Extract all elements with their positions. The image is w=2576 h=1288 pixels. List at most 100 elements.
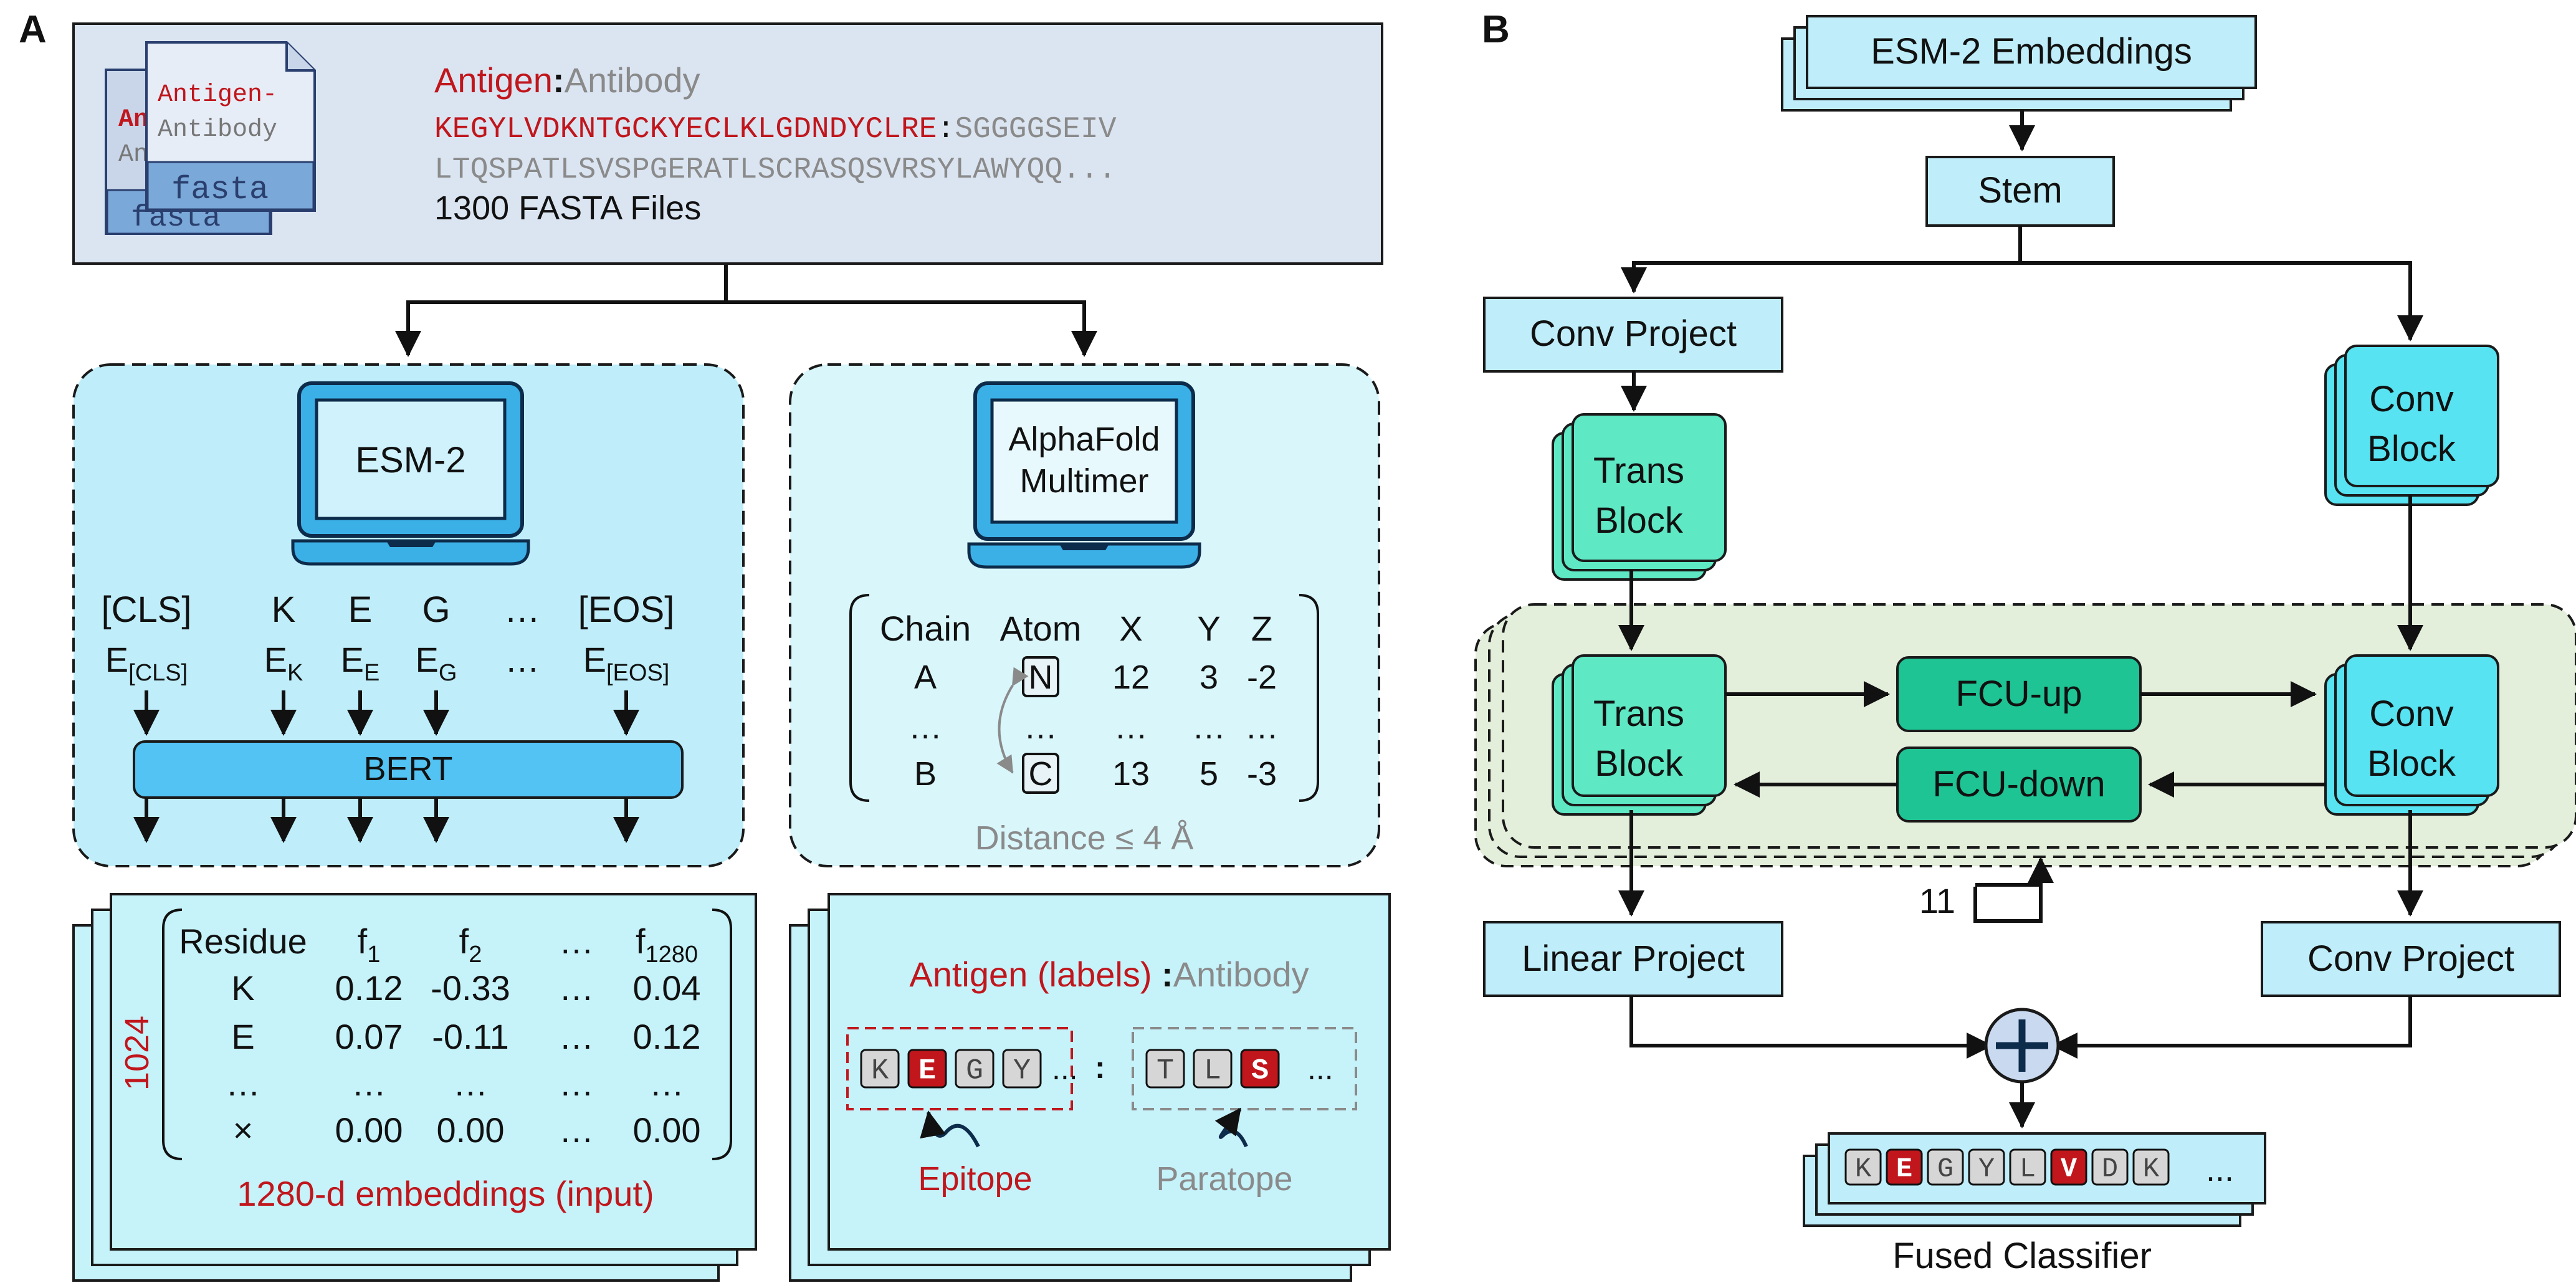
- epitope-pointer-arrow: [920, 1110, 980, 1148]
- embedding-subscript: G: [439, 660, 457, 686]
- fcu-up-node: FCU-up: [1896, 656, 2142, 732]
- panel-b-letter: B: [1482, 8, 1510, 51]
- coord-col-header: Y: [1197, 609, 1220, 648]
- trans-block-fusion: Trans Block: [1552, 654, 1727, 816]
- embedding-base: E: [341, 640, 364, 679]
- embedding-base: E: [583, 640, 606, 679]
- plus-icon: [1996, 1019, 2048, 1072]
- feature-subscript: 1: [367, 942, 380, 968]
- linear-project-node: Linear Project: [1483, 921, 1783, 997]
- fasta-fork-arrows: [395, 265, 1097, 357]
- embedding-cell: …: [559, 1064, 594, 1103]
- residue-letter: G: [1937, 1155, 1953, 1185]
- coord-cell: 5: [1200, 755, 1218, 793]
- linear-project-label: Linear Project: [1522, 938, 1745, 979]
- embedding-cell: 0.00: [633, 1110, 701, 1150]
- coord-col-header: Z: [1251, 609, 1272, 648]
- esm-model-label: ESM-2: [355, 440, 465, 480]
- trans-fusion-line2: Block: [1595, 743, 1684, 784]
- antibody-sequence-1: SGGGGSEIV: [955, 113, 1116, 146]
- residue-tile-highlighted: [1240, 1049, 1280, 1089]
- coord-cell: B: [914, 755, 937, 793]
- alphafold-label-1: AlphaFold: [1008, 421, 1160, 458]
- embedding-base: E: [264, 640, 287, 679]
- sequence-separator: :: [937, 113, 955, 146]
- bert-output-arrows: [133, 798, 639, 843]
- fused-classifier-label: Fused Classifier: [1892, 1236, 2152, 1276]
- residue-tile: [2132, 1148, 2170, 1186]
- residue-tile-highlighted: [907, 1049, 947, 1089]
- antibody-sequence-2: LTQSPATLSVSPGERATLSCRASQSVRSYLAWYQQ...: [434, 153, 1117, 187]
- bert-label: BERT: [363, 750, 452, 788]
- fasta-heading-sep: :: [553, 60, 565, 100]
- embedding-cell: E: [231, 1017, 254, 1056]
- output-dots: ...: [2206, 1151, 2234, 1188]
- coord-cell: 3: [1200, 659, 1218, 696]
- residue-tile-highlighted: [1886, 1148, 1923, 1186]
- fasta-back-frag2: An: [118, 141, 148, 169]
- conv-block-fusion: Conv Block: [2324, 654, 2499, 816]
- paratope-dashed-box: [1132, 1027, 1357, 1110]
- residue-letter: T: [1157, 1055, 1174, 1088]
- embedding-label: E[EOS]: [583, 640, 670, 686]
- fasta-heading-antibody: Antibody: [565, 60, 700, 100]
- token-label: [EOS]: [578, 589, 675, 630]
- residue-tile: [1145, 1049, 1185, 1089]
- fasta-heading-antigen: Antigen: [434, 60, 553, 100]
- coord-col-header: Atom: [1000, 609, 1082, 648]
- embedding-subscript: [CLS]: [128, 660, 188, 686]
- residue-tile: [955, 1049, 995, 1089]
- embedding-label: E[CLS]: [105, 640, 188, 686]
- embedding-cell: …: [559, 1017, 594, 1056]
- embedding-label: EK: [264, 640, 303, 686]
- labels-title-antibody: Antibody: [1173, 955, 1309, 994]
- coord-cell: …: [1245, 708, 1279, 746]
- embedding-cell: ×: [233, 1110, 254, 1150]
- labels-title-antigen: Antigen (labels): [909, 955, 1152, 994]
- residue-letter: G: [966, 1055, 983, 1088]
- epitope-dashed-box: [846, 1027, 1073, 1110]
- embedding-header-feature: f2: [459, 922, 482, 968]
- residue-tile: [2009, 1148, 2046, 1186]
- fasta-back-frag1: An: [118, 106, 148, 134]
- coord-cell: …: [1192, 708, 1226, 746]
- embedding-cell: …: [559, 1110, 594, 1150]
- stem-node: Stem: [1925, 156, 2115, 227]
- epitope-dots: ...: [1052, 1051, 1078, 1086]
- embedding-subscript: [EOS]: [606, 660, 669, 686]
- embedding-right-bracket: [712, 909, 732, 1160]
- esm2-embeddings-node: ESM-2 Embeddings: [1781, 15, 2257, 112]
- fasta-file-icon-front: Antigen- Antibody fasta: [145, 41, 316, 212]
- embedding-subscript: E: [364, 660, 379, 686]
- residue-letter: K: [1855, 1155, 1872, 1185]
- alphafold-label-2: Multimer: [1019, 462, 1148, 500]
- feature-subscript: 1280: [646, 942, 699, 968]
- embedding-cell: 0.00: [437, 1110, 505, 1150]
- conv-project-top-node: Conv Project: [1483, 297, 1783, 373]
- embedding-cell: K: [231, 968, 254, 1008]
- conv-fusion-line2: Block: [2367, 743, 2456, 784]
- bert-input-arrows: [133, 690, 639, 736]
- antigen-sequence: KEGYLVDKNTGCKYECLKLGDNDYCLRE: [434, 113, 937, 146]
- fcu-down-label: FCU-down: [1932, 764, 2105, 804]
- epitope-label: Epitope: [918, 1160, 1032, 1198]
- conv-project-top-label: Conv Project: [1530, 313, 1737, 354]
- coord-table-right-bracket: [1299, 594, 1319, 802]
- coord-cell: N: [1029, 659, 1053, 696]
- bert-block: [133, 740, 684, 799]
- embedding-cell: …: [649, 1064, 684, 1103]
- distance-threshold: Distance ≤ 4 Å: [975, 819, 1194, 857]
- feature-subscript: 2: [469, 942, 482, 968]
- labels-title-sep: :: [1162, 955, 1173, 994]
- residue-letter: E: [918, 1055, 936, 1088]
- embedding-cell: 0.12: [633, 1017, 701, 1056]
